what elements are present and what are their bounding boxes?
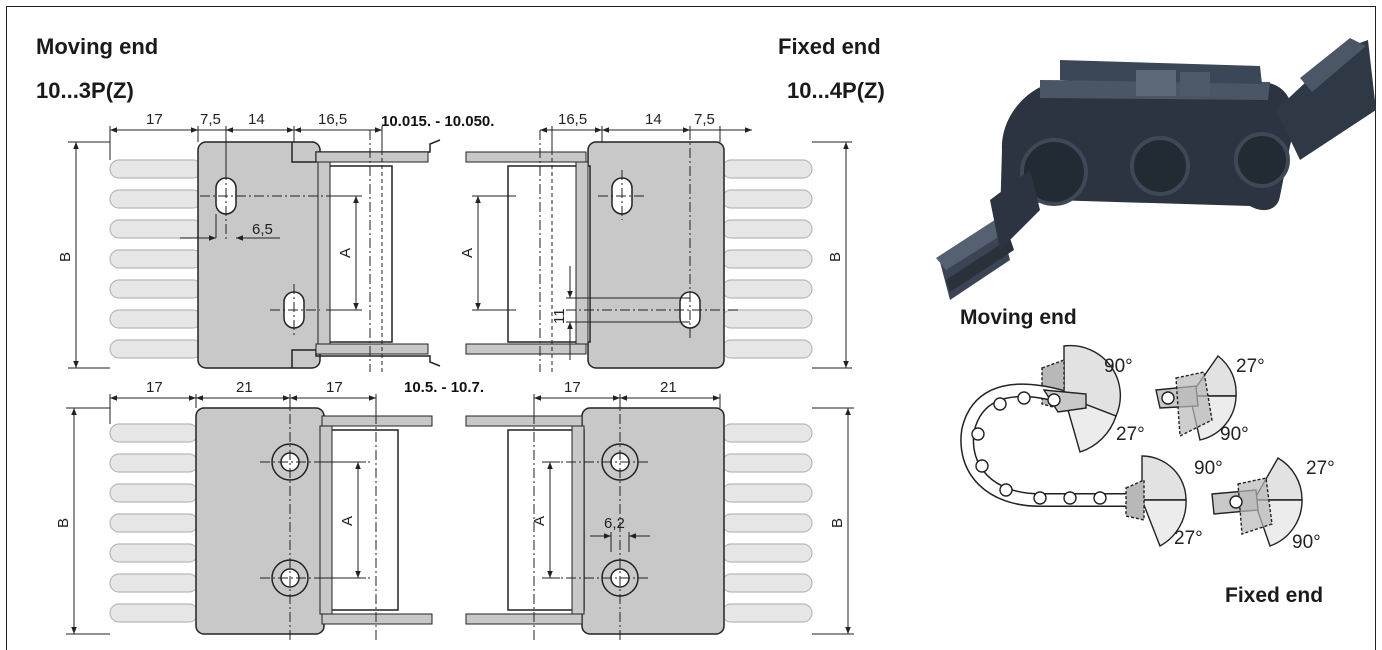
angle-fixed-large-27: 27° (1174, 528, 1203, 549)
bottom-dim-21: 21 (236, 379, 253, 396)
bottom-right-teeth (721, 423, 813, 623)
top-hole-dim: 6,5 (252, 221, 273, 238)
top-mounting-drawing: 17 7,5 14 16,5 10.015. - 10.050. 16,5 14… (57, 111, 852, 372)
top-left-bracket (197, 141, 321, 369)
bottom-right-height-b: B (829, 518, 846, 528)
angle-moving-large-27: 27° (1116, 424, 1145, 445)
bottom-left-teeth (109, 423, 199, 623)
top-series-label: 10.015. - 10.050. (381, 113, 494, 130)
top-dim-17: 17 (146, 111, 163, 128)
diagram-frame (6, 6, 1376, 650)
top-left-inner-a: A (337, 248, 354, 258)
top-right-inner-a: A (459, 248, 476, 258)
top-dim-right-7-5: 7,5 (694, 111, 715, 128)
bottom-hole-dim: 6,2 (604, 515, 625, 532)
bottom-left-height-b: B (55, 518, 72, 528)
top-left-height-b: B (57, 252, 74, 262)
mounting-angle-diagram (960, 344, 1303, 547)
top-offset-dim: 11 (551, 308, 568, 324)
top-left-teeth (109, 159, 203, 359)
top-right-teeth (721, 159, 813, 359)
top-dim-14: 14 (248, 111, 265, 128)
top-dim-7-5: 7,5 (200, 111, 221, 128)
bottom-series-label: 10.5. - 10.7. (404, 379, 484, 396)
fixed-end-heading: Fixed end (778, 34, 881, 59)
top-dim-16-5: 16,5 (318, 111, 347, 128)
cable-chain-photo (936, 38, 1376, 300)
angle-moving-small-27: 27° (1236, 356, 1265, 377)
bottom-dim-17: 17 (146, 379, 163, 396)
bottom-right-inner-a: A (531, 516, 548, 526)
fixed-end-code: 10...4P(Z) (787, 78, 885, 103)
moving-end-angle-heading: Moving end (960, 306, 1077, 329)
angle-moving-small-90: 90° (1220, 424, 1249, 445)
top-dim-right-16-5: 16,5 (558, 111, 587, 128)
top-dim-right-14: 14 (645, 111, 662, 128)
bottom-dim-17b: 17 (326, 379, 343, 396)
angle-moving-large-90: 90° (1104, 356, 1133, 377)
moving-end-code: 10...3P(Z) (36, 78, 134, 103)
angle-fixed-small-90: 90° (1292, 532, 1321, 553)
angle-fixed-small-27: 27° (1306, 458, 1335, 479)
angle-fixed-large-90: 90° (1194, 458, 1223, 479)
bottom-left-bracket (195, 407, 325, 635)
bottom-mounting-drawing: 17 21 17 10.5. - 10.7. 17 21 B B A A 6,2 (55, 379, 854, 640)
bottom-dim-right-21: 21 (660, 379, 677, 396)
fixed-end-angle-heading: Fixed end (1225, 584, 1324, 607)
top-right-height-b: B (827, 252, 844, 262)
top-right-bracket (587, 141, 725, 369)
bottom-dim-right-17: 17 (564, 379, 581, 396)
moving-end-heading: Moving end (36, 34, 159, 59)
bottom-left-inner-a: A (339, 516, 356, 526)
